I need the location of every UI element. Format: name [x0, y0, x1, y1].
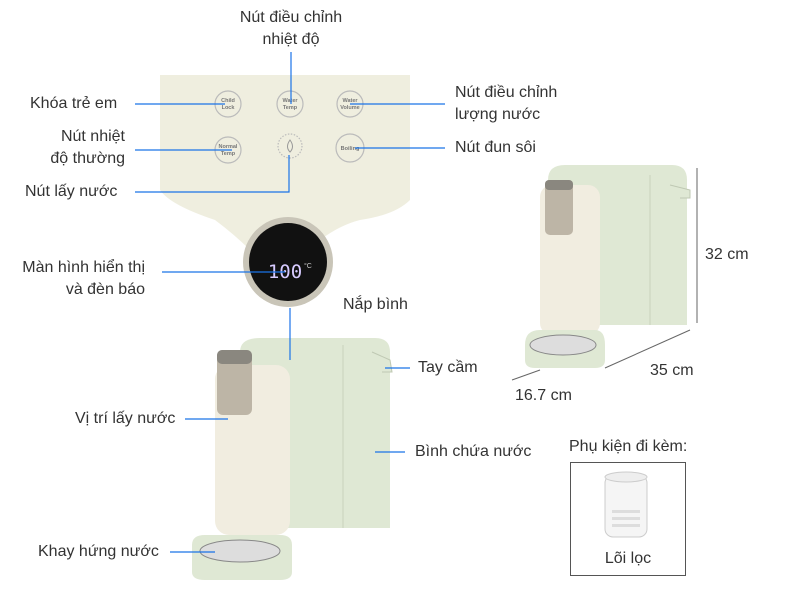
label-handle: Tay cầm [418, 359, 478, 376]
dimension-height: 32 cm [705, 246, 749, 263]
water-volume-button[interactable]: Water [342, 98, 358, 104]
child-lock-button-line2: Lock [222, 105, 236, 111]
accessories-title: Phụ kiện đi kèm: [569, 438, 688, 455]
handle [371, 351, 393, 373]
label-drip-tray: Khay hứng nước [38, 543, 159, 560]
leader-lines [135, 52, 445, 553]
accessory-filter-label: Lõi lọc [604, 550, 652, 567]
label-lid: Nắp bình [343, 296, 408, 313]
label-boil-button: Nút đun sôi [455, 139, 536, 156]
drip-tray-grill [199, 539, 281, 563]
dimension-lines [511, 168, 698, 381]
water-volume-button-line2: Volume [340, 105, 359, 111]
label-outlet: Vị trí lấy nước [75, 410, 176, 427]
water-temp-button-line2: Temp [283, 105, 298, 111]
dispenser-spout [217, 350, 252, 415]
boiling-button[interactable]: Boiling [341, 146, 360, 152]
child-lock-button[interactable]: Child [221, 98, 235, 104]
label-child-lock: Khóa trẻ em [30, 95, 118, 112]
control-panel [160, 75, 410, 250]
label-dispense-button: Nút lấy nước [25, 183, 118, 200]
display-screen [249, 223, 327, 301]
label-tank: Bình chứa nước [415, 443, 532, 460]
celsius-unit: °C [304, 262, 312, 270]
accessory-box [570, 462, 686, 576]
filter-cartridge-image [604, 471, 648, 538]
water-drop-icon [287, 139, 293, 153]
dimension-length: 35 cm [650, 362, 694, 379]
normal-temp-button[interactable]: Normal [219, 144, 238, 150]
dimension-width: 16.7 cm [515, 387, 572, 404]
normal-temp-button-line2: Temp [221, 151, 236, 157]
